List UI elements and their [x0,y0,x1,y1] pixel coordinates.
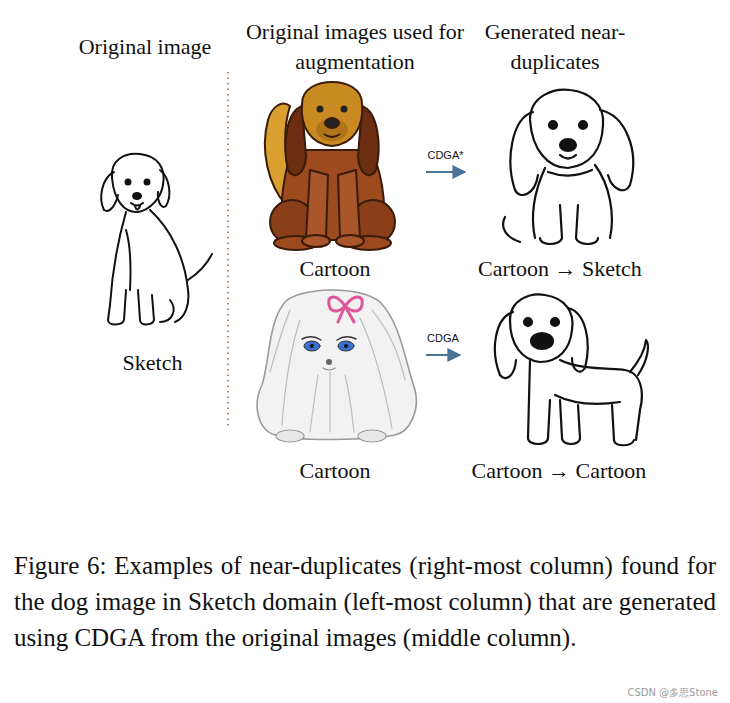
drawing-stroke [337,337,356,340]
drawing-stroke [302,235,330,247]
drawing-stroke [576,205,598,244]
drawing-stroke [326,359,332,365]
fluffy-cartoon-dog [257,290,416,442]
drawing-stroke [101,172,118,211]
image-panel: Cartoon [250,78,420,282]
drawing-stroke [316,119,348,141]
drawing-stroke [160,300,174,322]
drawing-stroke [524,318,532,326]
drawing-stroke [540,205,562,244]
drawing-stroke [150,210,188,322]
drawing-stroke [110,212,126,305]
drawing-stroke [112,154,164,212]
drawing-stroke [108,290,126,325]
drawing-stroke [530,90,603,168]
drawing-stroke [270,310,290,372]
drawing-stroke [341,106,348,113]
drawing-stroke [503,217,520,242]
image-panel: Cartoon → Sketch [465,78,655,282]
domain-label: Cartoon → Cartoon [472,458,647,484]
divider-line [227,72,229,428]
drawing-stroke [329,372,330,432]
generated-cartoon-dog [495,294,648,445]
method-label: CDGA* [425,148,465,162]
drawing-stroke [612,405,634,445]
image-panel: Cartoon [250,284,420,484]
drawing-stroke [595,165,612,238]
drawing-stroke [579,121,587,129]
column-heading: Original image [50,32,240,62]
drawing-stroke [338,341,354,351]
domain-label: Cartoon [300,256,371,282]
drawing-stroke [360,318,392,428]
drawing-stroke [133,193,141,199]
domain-label: Cartoon [300,458,371,484]
drawing-stroke [510,294,573,362]
drawing-stroke [495,312,516,378]
drawing-stroke [555,395,620,404]
drawing-stroke [323,368,335,370]
domain-label: Sketch [123,350,183,376]
drawing-stroke [126,230,131,290]
image-panel: Cartoon → Cartoon [460,284,658,484]
drawing-stroke [338,306,345,322]
drawing-stroke [188,254,212,280]
augmentation-arrow [426,171,465,173]
drawing-stroke [329,297,363,322]
drawing-stroke [533,168,545,238]
column-heading: Original images used for augmentation [245,17,465,77]
column-heading: Generated near-duplicates [470,17,640,77]
drawing-stroke [630,340,648,375]
drawing-stroke [358,430,386,442]
drawing-stroke [531,333,553,349]
drawing-stroke [302,82,363,146]
drawing-stroke [325,118,339,128]
augmentation-arrow [426,354,460,356]
drawing-stroke [304,341,320,351]
drawing-stroke [345,306,354,322]
drawing-stroke [336,235,364,247]
drawing-stroke [551,318,559,326]
drawing-stroke [276,430,304,442]
image-panel: Sketch [55,140,250,376]
drawing-stroke [310,344,314,348]
drawing-stroke [126,180,131,185]
drawing-stroke [528,360,550,444]
drawing-stroke [302,337,321,340]
method-label: CDGA [425,331,461,345]
figure-caption: Figure 6: Examples of near-duplicates (r… [14,548,716,656]
drawing-stroke [560,139,576,151]
drawing-stroke [257,290,416,440]
sketch-dog [101,154,212,325]
drawing-stroke [270,310,405,432]
drawing-stroke [131,203,143,206]
drawing-stroke [560,155,576,159]
drawing-stroke [344,344,348,348]
drawing-stroke [282,320,300,425]
drawing-stroke [306,170,328,238]
drawing-stroke [511,112,538,195]
drawing-stroke [560,400,580,444]
generated-sketch-dog [503,90,633,244]
drawing-stroke [549,121,557,129]
drawing-stroke [548,170,592,176]
drawing-stroke [372,310,405,380]
drawing-stroke [158,170,170,207]
drawing-stroke [310,375,318,432]
drawing-stroke [345,375,354,432]
drawing-stroke [324,134,340,137]
watermark: CSDN @多思Stone [627,687,718,699]
drawing-stroke [317,106,324,113]
drawing-stroke [145,180,150,185]
drawing-stroke [600,110,633,190]
drawing-stroke [138,290,154,325]
drawing-stroke [568,308,588,372]
brown-cartoon-dog [265,82,395,250]
drawing-stroke [338,170,360,238]
domain-label: Cartoon → Sketch [478,256,642,282]
drawing-stroke [135,206,140,210]
